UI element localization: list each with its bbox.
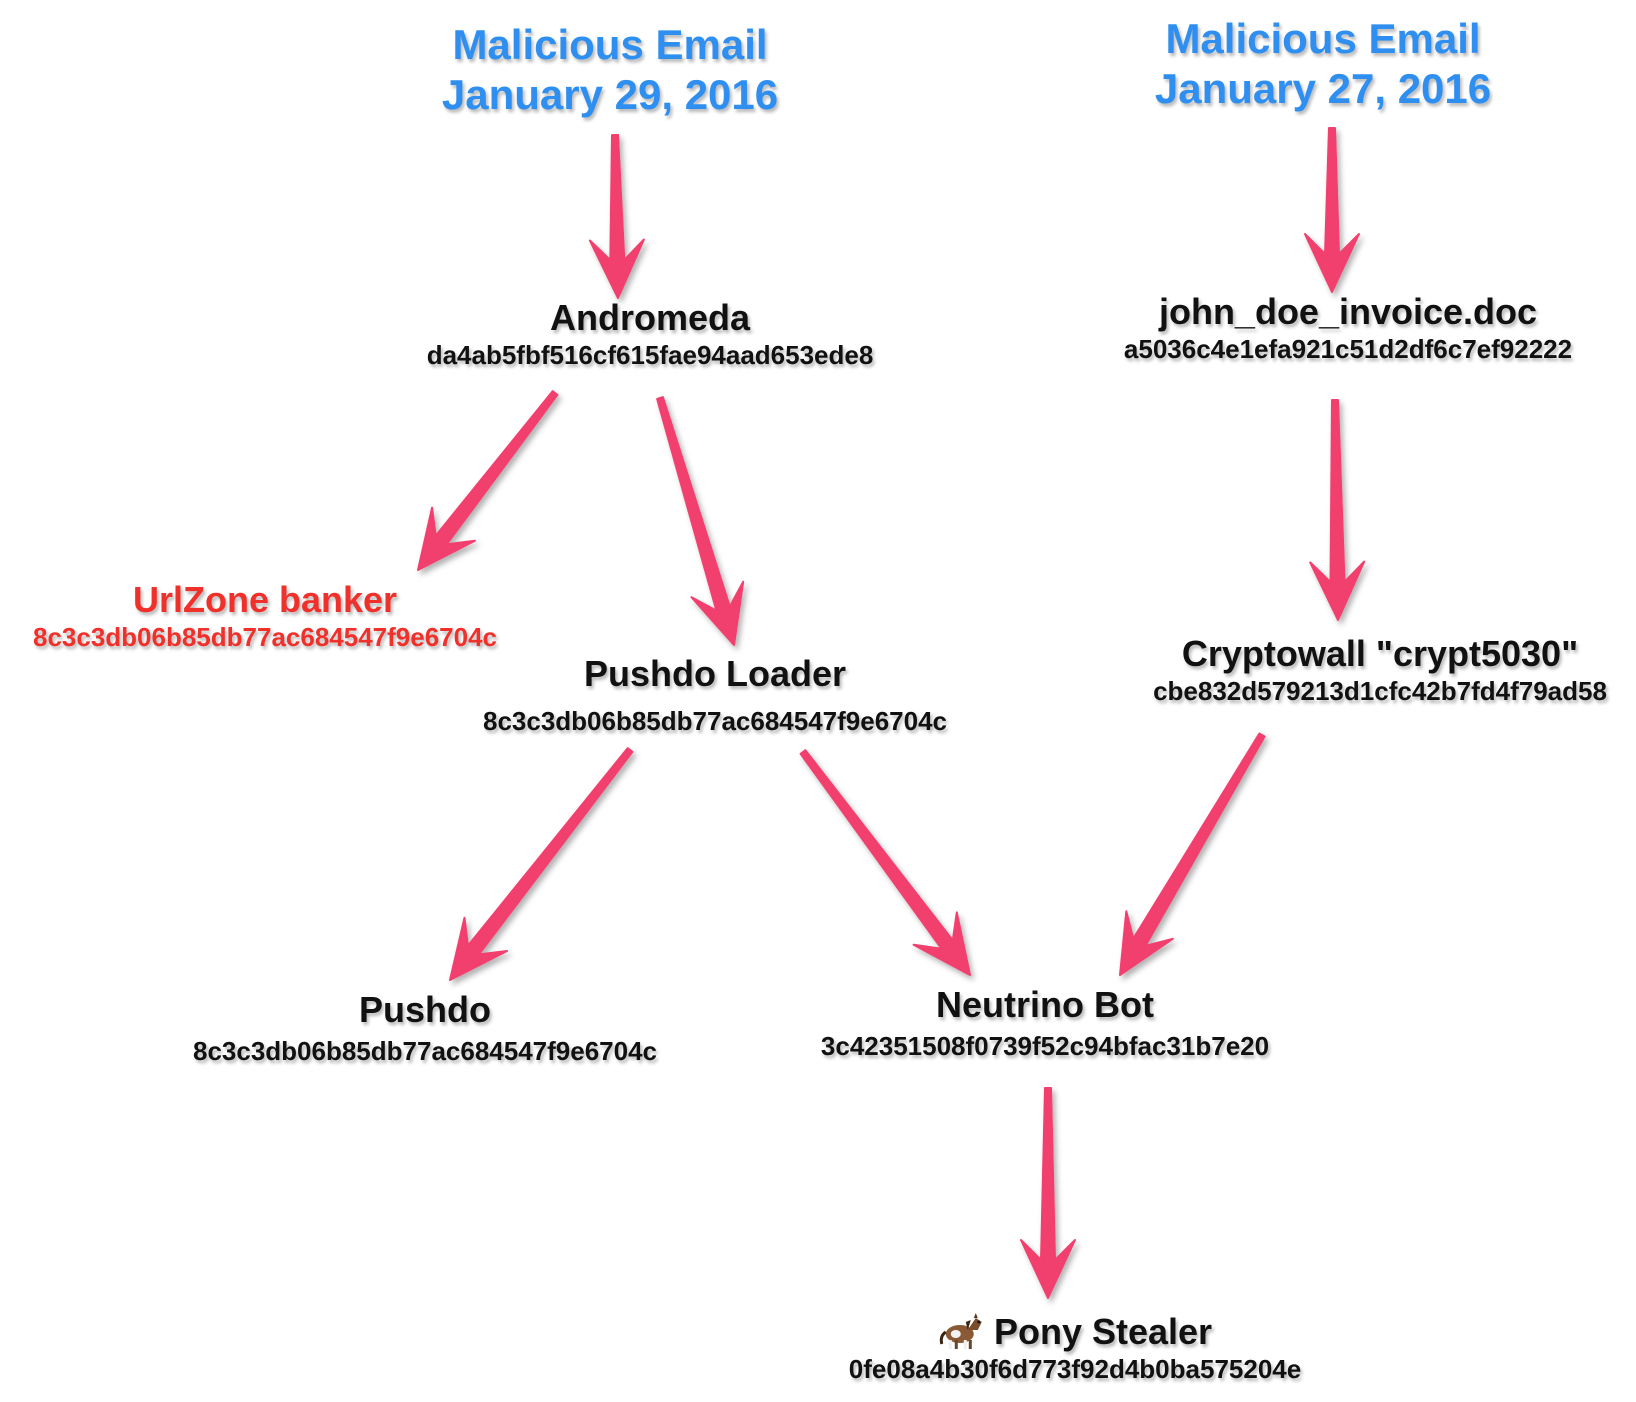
node-title: Cryptowall "crypt5030" (1181, 633, 1579, 674)
node-pushdo-loader: Pushdo Loader 8c3c3db06b85db77ac684547f9… (483, 654, 947, 738)
node-urlzone-banker: UrlZone banker 8c3c3db06b85db77ac684547f… (33, 580, 497, 654)
node-malicious-email-jan27: Malicious Email January 27, 2016 (1155, 14, 1491, 114)
node-hash: a5036c4e1efa921c51d2df6c7ef92222 (1123, 334, 1573, 364)
arrow-neutrino-to-pony (1020, 1087, 1076, 1299)
node-title: Pushdo Loader (583, 653, 847, 694)
node-hash: 8c3c3db06b85db77ac684547f9e6704c (32, 622, 498, 652)
arrow-pushdo_loader-to-pushdo (449, 747, 634, 981)
node-title: Andromeda (549, 297, 751, 338)
node-hash: 3c42351508f0739f52c94bfac31b7e20 (820, 1031, 1270, 1061)
node-hash: cbe832d579213d1cfc42b7fd4f79ad58 (1153, 676, 1607, 706)
node-john-doe-invoice: john_doe_invoice.doc a5036c4e1efa921c51d… (1124, 292, 1572, 366)
arrow-pushdo_loader-to-neutrino (799, 749, 971, 976)
node-pony-stealer: Pony Stealer 0fe08a4b30f6d773f92d4b0ba57… (849, 1310, 1301, 1386)
node-neutrino-bot: Neutrino Bot 3c42351508f0739f52c94bfac31… (821, 985, 1269, 1063)
arrow-email2-to-invoice (1304, 127, 1360, 293)
node-hash: 8c3c3db06b85db77ac684547f9e6704c (482, 706, 948, 736)
node-title: Malicious Email (452, 21, 768, 68)
node-title: john_doe_invoice.doc (1158, 291, 1538, 332)
node-title-row: Pony Stealer (849, 1310, 1301, 1352)
arrow-cryptowall-to-neutrino (1119, 732, 1266, 976)
node-date: January 27, 2016 (1154, 65, 1492, 112)
node-title: Neutrino Bot (936, 984, 1154, 1025)
node-hash: 8c3c3db06b85db77ac684547f9e6704c (192, 1036, 658, 1066)
arrow-invoice-to-cryptowall (1309, 399, 1366, 621)
node-cryptowall: Cryptowall "crypt5030" cbe832d579213d1cf… (1153, 634, 1607, 708)
node-andromeda: Andromeda da4ab5fbf516cf615fae94aad653ed… (427, 298, 874, 372)
node-malicious-email-jan29: Malicious Email January 29, 2016 (442, 20, 778, 120)
arrow-email1-to-andromeda (588, 133, 645, 299)
node-title: Malicious Email (1165, 15, 1481, 62)
node-title: Pushdo (359, 989, 491, 1030)
node-pushdo: Pushdo 8c3c3db06b85db77ac684547f9e6704c (193, 990, 657, 1068)
arrow-andromeda-to-pushdo_loader (656, 396, 745, 646)
node-date: January 29, 2016 (441, 71, 779, 118)
pony-icon (939, 1313, 982, 1349)
edges (417, 127, 1366, 1299)
node-title: UrlZone banker (132, 579, 398, 620)
node-hash: 0fe08a4b30f6d773f92d4b0ba575204e (848, 1354, 1302, 1384)
node-hash: da4ab5fbf516cf615fae94aad653ede8 (426, 340, 874, 370)
arrow-andromeda-to-urlzone (417, 390, 559, 571)
node-title: Pony Stealer (993, 1311, 1213, 1352)
